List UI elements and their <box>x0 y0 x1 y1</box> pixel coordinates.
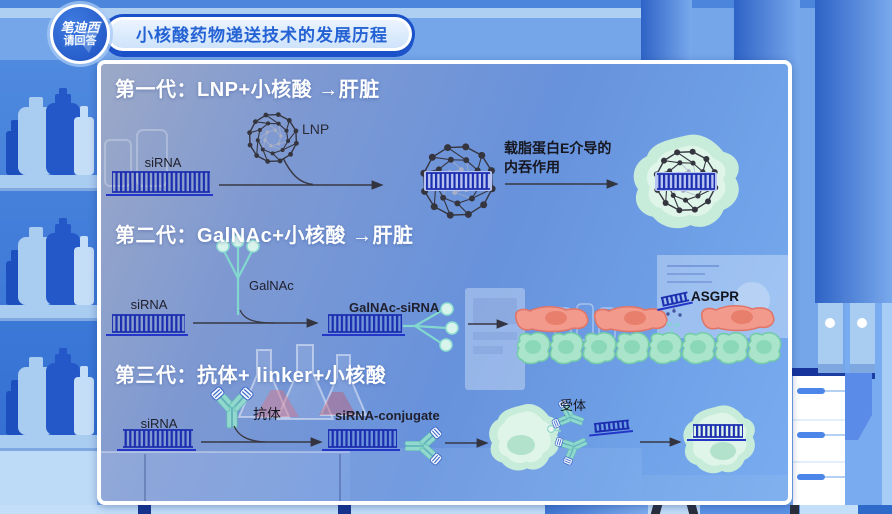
apoe-process-label: 载脂蛋白E介导的 内吞作用 <box>504 140 612 175</box>
endothelial-cells-icon <box>514 304 775 333</box>
easel-leg <box>686 505 699 514</box>
flask-icon <box>237 344 368 420</box>
logo-line1: 笔迪西 <box>60 19 100 35</box>
gen1-heading: 第一代：LNP+小核酸 →肝脏 <box>115 79 380 101</box>
asgpr-receptor-icon <box>666 309 682 333</box>
drawers-icon <box>793 376 845 505</box>
gen1-sirna-label: siRNA <box>144 155 182 170</box>
binding-conjugate-icon <box>548 396 634 469</box>
floor-block <box>700 505 800 514</box>
diagram <box>106 112 782 474</box>
gen2-heading: 第二代：GalNAc+小核酸 →肝脏 <box>115 225 414 247</box>
entering-sirna-icon <box>657 291 693 311</box>
asgpr-label: ASGPR <box>691 289 740 304</box>
page-title: 小核酸药物递送技术的发展历程 <box>136 25 388 45</box>
antibody-icon <box>209 385 255 429</box>
cell-with-sirna-icon <box>683 405 755 474</box>
lnp-molecule-icon <box>247 112 299 164</box>
logo-line2: 请回答 <box>64 35 97 47</box>
easel-leg <box>650 505 663 514</box>
binders-icon <box>818 303 875 379</box>
liver-cells-icon <box>516 332 782 365</box>
floor-block <box>545 505 648 514</box>
lab-machine-icon <box>465 288 525 390</box>
gen2-sirna-label: siRNA <box>130 297 168 312</box>
title-pill: 小核酸药物递送技术的发展历程 <box>103 14 415 54</box>
shelf-boards <box>0 175 97 451</box>
shelf-bottles-icon <box>6 88 94 435</box>
sirna-ladder-icon <box>117 429 196 451</box>
channel-logo: 笔迪西 请回答 <box>50 4 110 64</box>
gen3-heading: 第三代：抗体+ linker+小核酸 <box>115 365 387 387</box>
antibody-label: 抗体 <box>253 406 281 422</box>
left-shelf-wall <box>0 60 97 514</box>
target-cell-icon <box>489 404 560 471</box>
galnac-sirna-conjugate-icon <box>322 302 459 352</box>
galnac-ligand-icon <box>216 234 260 315</box>
paper-plane-icon <box>63 21 103 53</box>
sirna-conjugate-label: siRNA-conjugate <box>335 408 440 423</box>
antibody-tail-curve <box>233 425 266 443</box>
cabinet-stripes <box>641 0 892 303</box>
lnp-tail-curve <box>282 157 314 186</box>
sirna-ladder-icon <box>106 314 188 336</box>
lnp-label: LNP <box>302 121 330 137</box>
sirna-antibody-conjugate-icon <box>322 425 444 467</box>
hepatocyte-uptake-icon <box>633 134 739 229</box>
pale-band <box>0 8 660 18</box>
gen3-sirna-label: siRNA <box>140 416 178 431</box>
easel-leg <box>790 505 799 514</box>
floor-strip <box>0 505 892 514</box>
galnac-tail-curve <box>239 309 276 324</box>
galnac-sirna-label: GalNAc-siRNA <box>349 300 440 315</box>
lnp-sirna-complex-icon <box>420 143 496 219</box>
floor-block <box>858 505 892 514</box>
right-wall <box>641 0 892 514</box>
table-leg <box>138 505 151 514</box>
receptor-label: 受体 <box>560 398 587 413</box>
sirna-ladder-icon <box>106 171 213 196</box>
galnac-label: GalNAc <box>249 278 294 293</box>
table-leg <box>338 505 351 514</box>
main-panel: 第一代：LNP+小核酸 →肝脏 siRNA LNP 载脂蛋白E介导的 内吞作用 … <box>97 60 792 505</box>
top-band <box>0 0 892 8</box>
folder-icon <box>845 373 872 440</box>
entry-path <box>672 303 676 313</box>
